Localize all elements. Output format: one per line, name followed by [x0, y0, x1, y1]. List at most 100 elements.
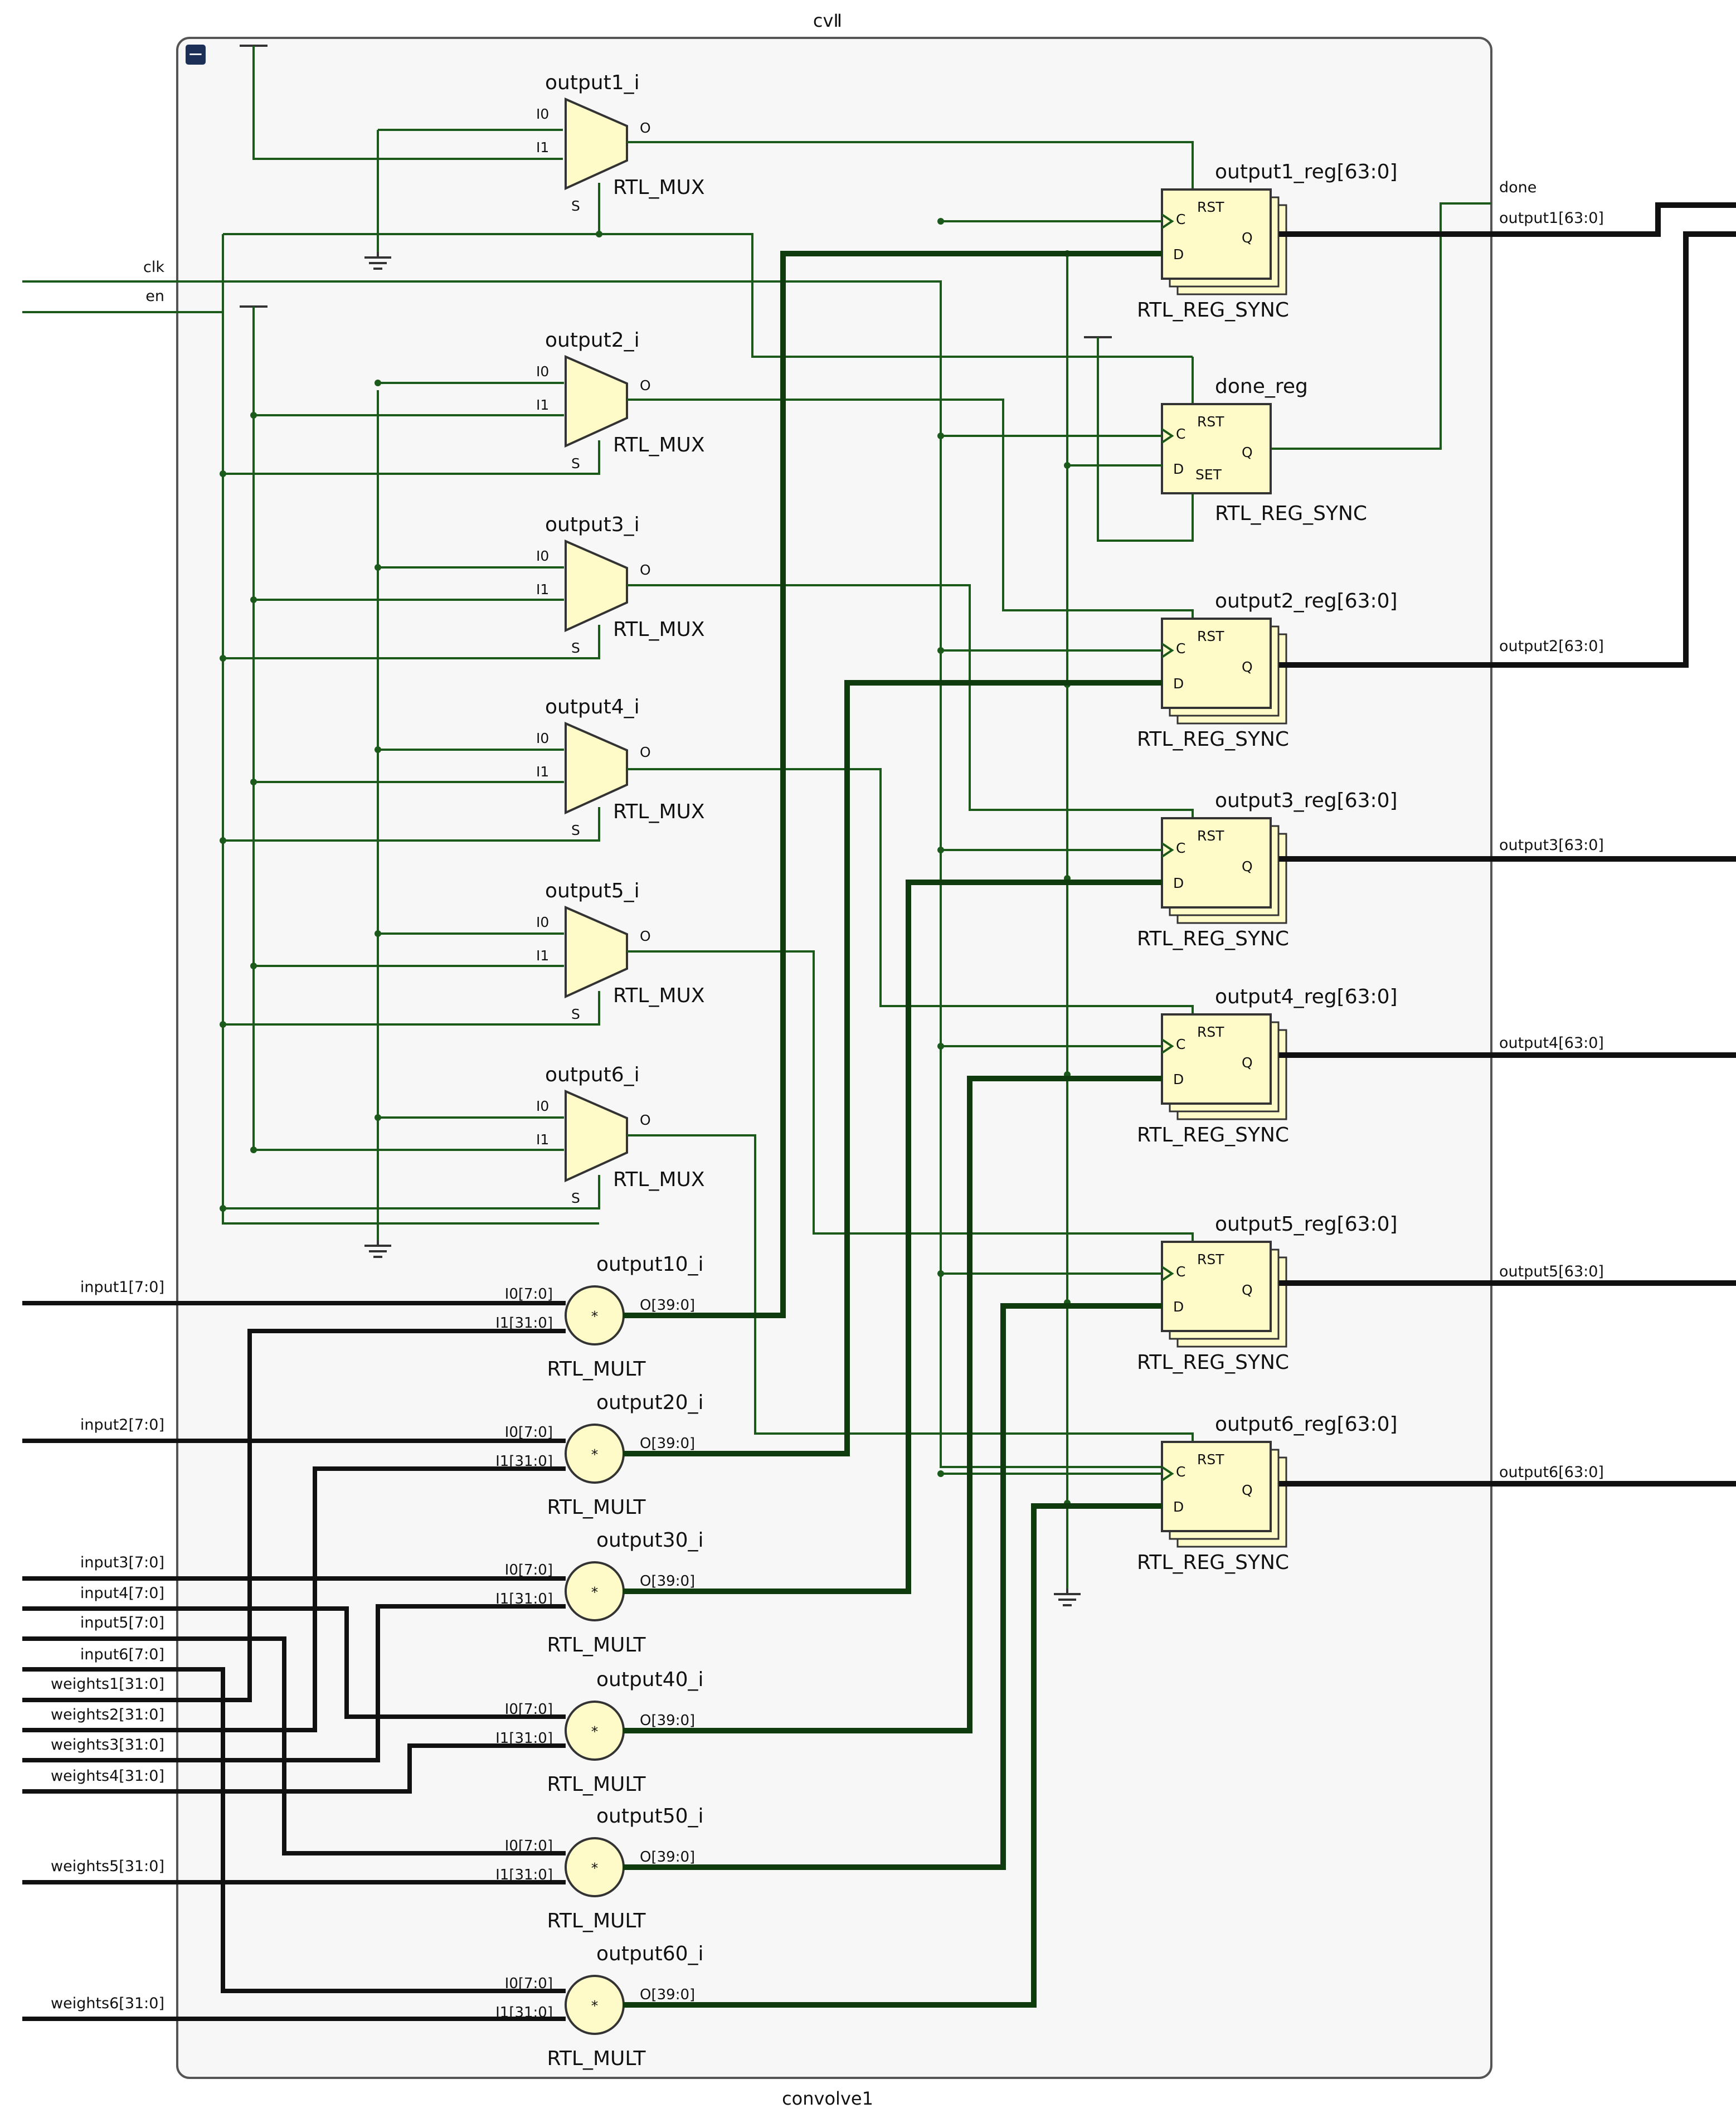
mux-type-label: RTL_MUX	[613, 176, 705, 199]
register-pin-rst: RST	[1197, 1451, 1224, 1468]
ground-icon	[364, 1240, 391, 1258]
register-pin-c: C	[1176, 1036, 1185, 1052]
junction-dot	[220, 470, 226, 477]
junction-dot	[250, 412, 257, 419]
multiplier-output20_i[interactable]: *output20_iI0[7:0]I1[31:0]O[39:0]RTL_MUL…	[495, 1391, 703, 1519]
mux-type-label: RTL_MUX	[613, 618, 705, 641]
junction-dot	[250, 596, 257, 603]
mux-pin-s: S	[571, 455, 580, 472]
port-label-input1: input1[7:0]	[80, 1279, 164, 1296]
mux-pin-s: S	[571, 822, 580, 838]
multiplier-instance-name: output60_i	[596, 1942, 704, 1965]
register-type-label: RTL_REG_SYNC	[1137, 1351, 1289, 1374]
register-pin-q: Q	[1242, 1482, 1253, 1498]
port-label-input5: input5[7:0]	[80, 1614, 164, 1631]
ground-icon	[1054, 1589, 1081, 1606]
register-pin-d: D	[1173, 676, 1184, 692]
multiplier-output40_i[interactable]: *output40_iI0[7:0]I1[31:0]O[39:0]RTL_MUL…	[495, 1668, 703, 1796]
multiplier-output10_i[interactable]: *output10_iI0[7:0]I1[31:0]O[39:0]RTL_MUL…	[495, 1253, 703, 1381]
mux-pin-i0: I0	[536, 1098, 549, 1114]
mux-instance-name: output4_i	[545, 696, 640, 718]
port-label-clk: clk	[143, 259, 164, 276]
multiplier-pin-i0: I0[7:0]	[505, 1562, 553, 1578]
register-pin-c: C	[1176, 426, 1185, 442]
register-pin-c: C	[1176, 840, 1185, 856]
collapse-button[interactable]: −	[186, 43, 206, 65]
port-label-input3: input3[7:0]	[80, 1554, 164, 1571]
register-pin-q: Q	[1242, 1055, 1253, 1071]
register-type-label: RTL_REG_SYNC	[1137, 299, 1289, 322]
junction-dot	[937, 1043, 944, 1050]
mux-pin-i1: I1	[536, 397, 549, 413]
mux-pin-o: O	[640, 120, 651, 136]
multiplier-instance-name: output40_i	[596, 1668, 704, 1691]
mux-pin-o: O	[640, 928, 651, 944]
mux-pin-i0: I0	[536, 914, 549, 930]
register-pin-d: D	[1173, 875, 1184, 891]
register-pin-c: C	[1176, 1264, 1185, 1280]
register-pin-d: D	[1173, 461, 1184, 477]
mux-pin-i1: I1	[536, 764, 549, 780]
register-type-label: RTL_REG_SYNC	[1215, 502, 1367, 525]
multiplier-instance-name: output30_i	[596, 1529, 704, 1552]
mux-pin-o: O	[640, 562, 651, 578]
multiplier-symbol: *	[591, 1584, 599, 1600]
junction-dot	[596, 231, 602, 237]
ground-symbols	[364, 252, 1081, 1606]
multiplier-instance-name: output10_i	[596, 1253, 704, 1276]
junction-dot	[220, 837, 226, 844]
mux-type-label: RTL_MUX	[613, 434, 705, 456]
register-instance-name: output4_reg[63:0]	[1215, 985, 1398, 1008]
multiplier-type-label: RTL_MULT	[547, 1634, 646, 1657]
mux-pin-s: S	[571, 640, 580, 656]
schematic-elements: output1_iI0I1SORTL_MUXoutput2_iI0I1SORTL…	[22, 71, 1736, 2070]
mux-pin-i1: I1	[536, 948, 549, 964]
multiplier-output60_i[interactable]: *output60_iI0[7:0]I1[31:0]O[39:0]RTL_MUL…	[495, 1942, 703, 2070]
register-pin-rst: RST	[1197, 199, 1224, 215]
mux-instance-name: output5_i	[545, 880, 640, 902]
mux-pin-o: O	[640, 377, 651, 394]
wiring	[22, 45, 1193, 1468]
junction-dot	[250, 779, 257, 785]
output-ports: done output1[63:0] output2[63:0] output3…	[1499, 179, 1604, 1481]
mux-type-label: RTL_MUX	[613, 800, 705, 823]
register-pin-q: Q	[1242, 1282, 1253, 1298]
junction-dot	[1064, 462, 1071, 469]
multiplier-symbol: *	[591, 1860, 599, 1876]
port-label-done: done	[1499, 179, 1536, 196]
port-label-input2: input2[7:0]	[80, 1416, 164, 1434]
junction-dot	[250, 1147, 257, 1153]
register-pin-c: C	[1176, 1464, 1185, 1480]
mux-pin-i1: I1	[536, 581, 549, 598]
multiplier-type-label: RTL_MULT	[547, 2047, 646, 2070]
mux-pin-i0: I0	[536, 106, 549, 122]
register-pin-rst: RST	[1197, 1251, 1224, 1267]
junction-dot	[937, 1470, 944, 1477]
register-instance-name: output6_reg[63:0]	[1215, 1413, 1398, 1436]
port-label-weights3: weights3[31:0]	[51, 1736, 164, 1753]
register-pin-q: Q	[1242, 858, 1253, 875]
mux-instance-name: output3_i	[545, 513, 640, 536]
register-pin-d: D	[1173, 246, 1184, 263]
junction-dot	[375, 930, 381, 937]
junction-dot	[375, 746, 381, 753]
multiplier-pin-i0: I0[7:0]	[505, 1286, 553, 1303]
register-instance-name: done_reg	[1215, 375, 1308, 398]
register-instance-name: output2_reg[63:0]	[1215, 590, 1398, 613]
multiplier-symbol: *	[591, 1446, 599, 1463]
junction-dot	[937, 847, 944, 853]
